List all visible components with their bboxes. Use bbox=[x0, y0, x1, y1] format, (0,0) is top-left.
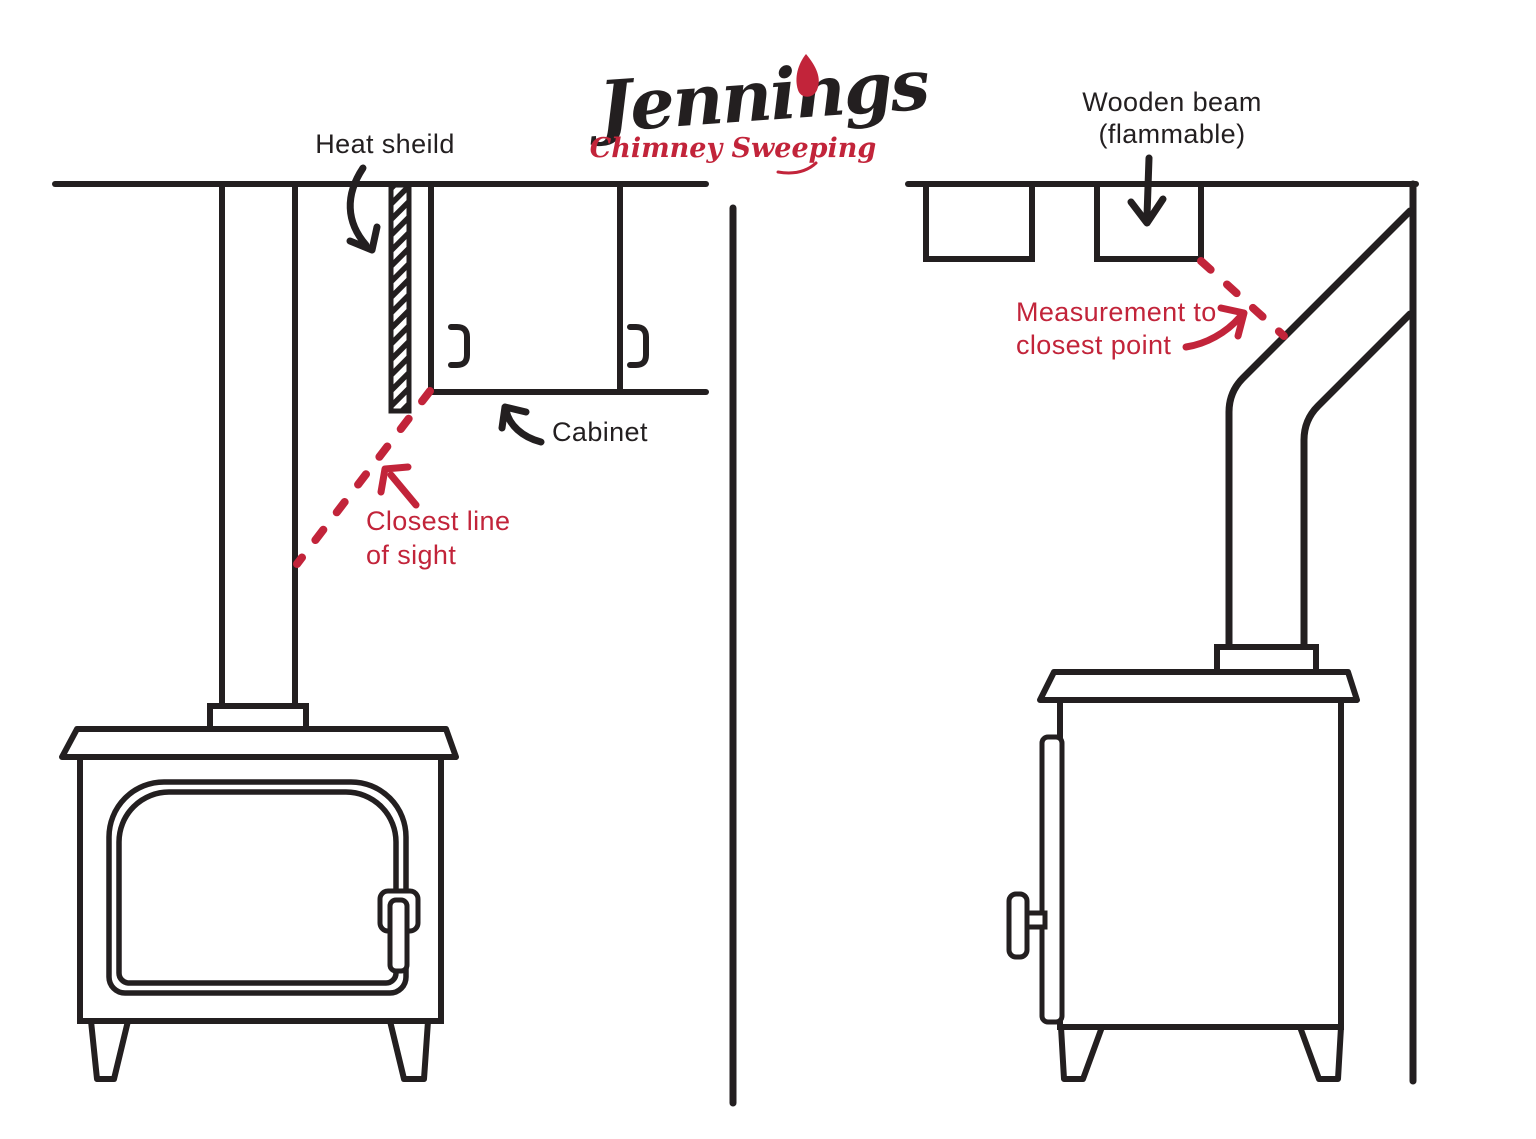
measurement-label-line1: Measurement to bbox=[1016, 297, 1217, 327]
heat-shield-label: Heat sheild bbox=[315, 129, 454, 159]
right-stove-top-plate bbox=[1037, 669, 1360, 703]
cabinet-label: Cabinet bbox=[552, 417, 648, 447]
left-stove-body bbox=[77, 754, 444, 1024]
heat-shield-arrowhead bbox=[346, 223, 381, 254]
ceiling-beam bbox=[923, 181, 1035, 262]
right-stove-flue-collar bbox=[1214, 644, 1319, 675]
left-stove-leg-right bbox=[387, 1018, 431, 1082]
left-diagram: Heat sheild Cabinet Closest line of sigh… bbox=[52, 129, 709, 1082]
cabinet-handle-left bbox=[448, 324, 470, 368]
left-stove-leg-left bbox=[88, 1018, 131, 1082]
measurement-label-line2: closest point bbox=[1016, 330, 1171, 360]
measurement-arrow bbox=[1182, 313, 1244, 351]
right-flue-pipe-right-edge bbox=[1300, 310, 1414, 654]
logo-tagline-text: Chimney Sweeping bbox=[590, 133, 877, 164]
line-of-sight-label-line2: of sight bbox=[366, 540, 456, 570]
logo-flame-icon bbox=[796, 54, 819, 97]
left-stove-handle-latch bbox=[387, 897, 410, 974]
heat-shield bbox=[388, 182, 412, 414]
closest-line-of-sight-dashed-line bbox=[293, 387, 434, 568]
right-stove-leg-right bbox=[1297, 1024, 1344, 1082]
wooden-beam-label-line1: Wooden beam bbox=[1082, 87, 1262, 117]
logo: Jennings Chimney Sweeping bbox=[585, 43, 931, 175]
line-of-sight-arrowhead bbox=[377, 463, 412, 496]
cabinet-arrowhead bbox=[498, 403, 530, 432]
right-diagram: Wooden beam (flammable) Measurement to c… bbox=[905, 87, 1419, 1085]
left-stove-door-outer bbox=[106, 779, 409, 996]
line-of-sight-arrow bbox=[387, 471, 420, 509]
logo-tagline-swash bbox=[776, 161, 818, 175]
right-flue-pipe-left-edge bbox=[1225, 207, 1414, 654]
right-stove bbox=[1006, 644, 1360, 1082]
right-stove-door-edge bbox=[1039, 734, 1065, 1025]
right-stove-handle bbox=[1006, 891, 1030, 960]
right-stove-body bbox=[1057, 697, 1344, 1030]
wooden-beam-arrowhead bbox=[1127, 195, 1167, 227]
wooden-beam-label-line2: (flammable) bbox=[1099, 119, 1246, 149]
wooden-beam-arrow bbox=[1143, 154, 1153, 220]
left-stove-door-inner bbox=[116, 789, 399, 986]
heat-shield-arrow bbox=[346, 164, 370, 249]
left-stove bbox=[59, 703, 459, 1082]
left-stove-top-plate bbox=[59, 726, 459, 760]
right-stove-leg-left bbox=[1058, 1024, 1105, 1082]
line-of-sight-label-line1: Closest line bbox=[366, 506, 510, 536]
cabinet-handle-right bbox=[627, 324, 649, 368]
measurement-arrowhead bbox=[1217, 304, 1248, 340]
